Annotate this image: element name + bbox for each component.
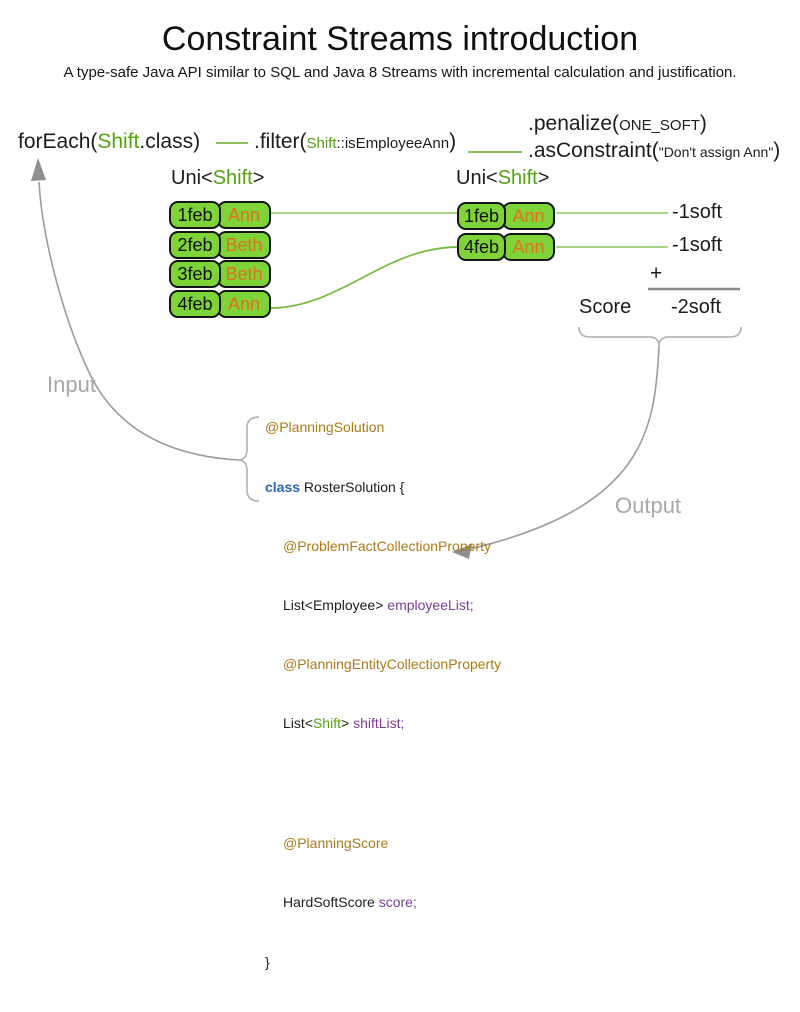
penalize-post: ) <box>699 112 707 135</box>
foreach-arg-shift: Shift <box>97 130 140 153</box>
shift-row: 2feb Beth <box>169 230 271 259</box>
uni-right-shift: Shift <box>497 167 538 189</box>
asconstraint-arg: "Don't assign Ann" <box>658 144 774 160</box>
score-total: -2soft <box>671 296 722 318</box>
code-penalize: .penalize(ONE_SOFT) <box>528 112 707 136</box>
shift-employee: Ann <box>217 289 271 318</box>
shift-list-type-shift: Shift <box>312 714 341 731</box>
filter-pre: .filter( <box>254 130 307 153</box>
code-line: HardSoftScore score; <box>265 893 501 913</box>
filter-arg-method: ::isEmployeeAnn <box>336 135 450 152</box>
shift-employee: Ann <box>217 201 271 229</box>
class-name: RosterSolution { <box>300 478 405 495</box>
foreach-post: .class) <box>139 130 201 153</box>
code-foreach: forEach(Shift.class) <box>18 130 200 154</box>
code-line-blank <box>265 773 501 795</box>
code-line: @PlanningSolution <box>265 418 501 438</box>
shift-employee: Ann <box>502 233 555 261</box>
uni-left-post: > <box>252 167 265 189</box>
shift-row: 1feb Ann <box>169 201 271 229</box>
shift-date: 1feb <box>169 201 221 229</box>
shift-row: 4feb Ann <box>169 289 271 318</box>
keyword-class: class <box>265 478 301 495</box>
code-line: @PlanningScore <box>265 834 501 854</box>
uni-right-pre: Uni< <box>456 167 498 189</box>
uni-left-pre: Uni< <box>171 167 213 189</box>
score-brace <box>578 326 742 347</box>
shift-date: 4feb <box>457 233 506 261</box>
score-type: HardSoftScore <box>283 894 379 911</box>
penalize-arg: ONE_SOFT <box>619 117 700 134</box>
shift-employee: Ann <box>502 202 555 230</box>
foreach-pre: forEach( <box>18 130 98 153</box>
asconstraint-post: ) <box>773 139 781 162</box>
penalize-pre: .penalize( <box>528 112 620 135</box>
shift-date: 4feb <box>169 289 221 318</box>
score-label: Score <box>579 296 632 318</box>
closing-brace: } <box>265 953 270 970</box>
shift-employee: Beth <box>217 230 271 259</box>
filter-post: ) <box>449 130 457 153</box>
shift-date: 2feb <box>169 230 221 259</box>
roster-solution-code: @PlanningSolution class RosterSolution {… <box>265 379 501 1012</box>
subtitle: A type-safe Java API similar to SQL and … <box>63 64 737 81</box>
penalty-row1: -1soft <box>672 201 723 223</box>
right-stream-type: Uni<Shift> <box>456 167 549 190</box>
code-line: @ProblemFactCollectionProperty <box>265 537 501 557</box>
shift-date: 3feb <box>169 260 221 289</box>
asconstraint-pre: .asConstraint( <box>528 139 659 162</box>
shift-list-field: shiftList; <box>353 714 405 731</box>
right-stream-table: 1feb Ann 4feb Ann <box>457 202 555 264</box>
annotation-planning-entity: @PlanningEntityCollectionProperty <box>283 655 502 672</box>
left-stream-type: Uni<Shift> <box>171 167 264 190</box>
code-line: @PlanningEntityCollectionProperty <box>265 655 501 675</box>
shift-row: 1feb Ann <box>457 202 555 230</box>
output-label: Output <box>615 493 682 518</box>
employee-list-field: employeeList; <box>387 596 474 613</box>
uni-left-shift: Shift <box>212 167 253 189</box>
code-brace <box>238 416 260 502</box>
shift-employee: Beth <box>217 260 271 289</box>
shift-row: 3feb Beth <box>169 260 271 289</box>
code-asconstraint: .asConstraint("Don't assign Ann") <box>528 139 780 163</box>
shift-row: 4feb Ann <box>457 233 555 261</box>
annotation-problem-fact: @ProblemFactCollectionProperty <box>283 537 491 554</box>
penalty-row2: -1soft <box>672 234 723 256</box>
employee-list-type: List<Employee> <box>283 596 388 613</box>
connector-left-row4-right-row2 <box>269 246 459 309</box>
code-line: List<Shift> shiftList; <box>265 714 501 734</box>
uni-right-post: > <box>537 167 550 189</box>
score-field: score; <box>378 894 417 911</box>
code-line: } <box>265 953 501 973</box>
shift-list-type-pre: List< <box>283 714 313 731</box>
shift-list-type-post: > <box>340 714 354 731</box>
annotation-planning-score: @PlanningScore <box>283 835 389 852</box>
shift-date: 1feb <box>457 202 506 230</box>
input-label: Input <box>47 372 96 397</box>
annotation-planning-solution: @PlanningSolution <box>265 419 385 436</box>
code-filter: .filter(Shift::isEmployeeAnn) <box>254 130 456 154</box>
filter-arg-shift: Shift <box>306 135 337 152</box>
left-stream-table: 1feb Ann 2feb Beth 3feb Beth 4feb Ann <box>169 201 271 319</box>
code-line: class RosterSolution { <box>265 478 501 498</box>
page-title: Constraint Streams introduction <box>161 20 639 58</box>
input-arrowhead-icon <box>31 158 46 181</box>
slide: Constraint Streams introduction A type-s… <box>18 20 780 970</box>
sum-operator: + <box>650 262 663 285</box>
code-line: List<Employee> employeeList; <box>265 596 501 616</box>
